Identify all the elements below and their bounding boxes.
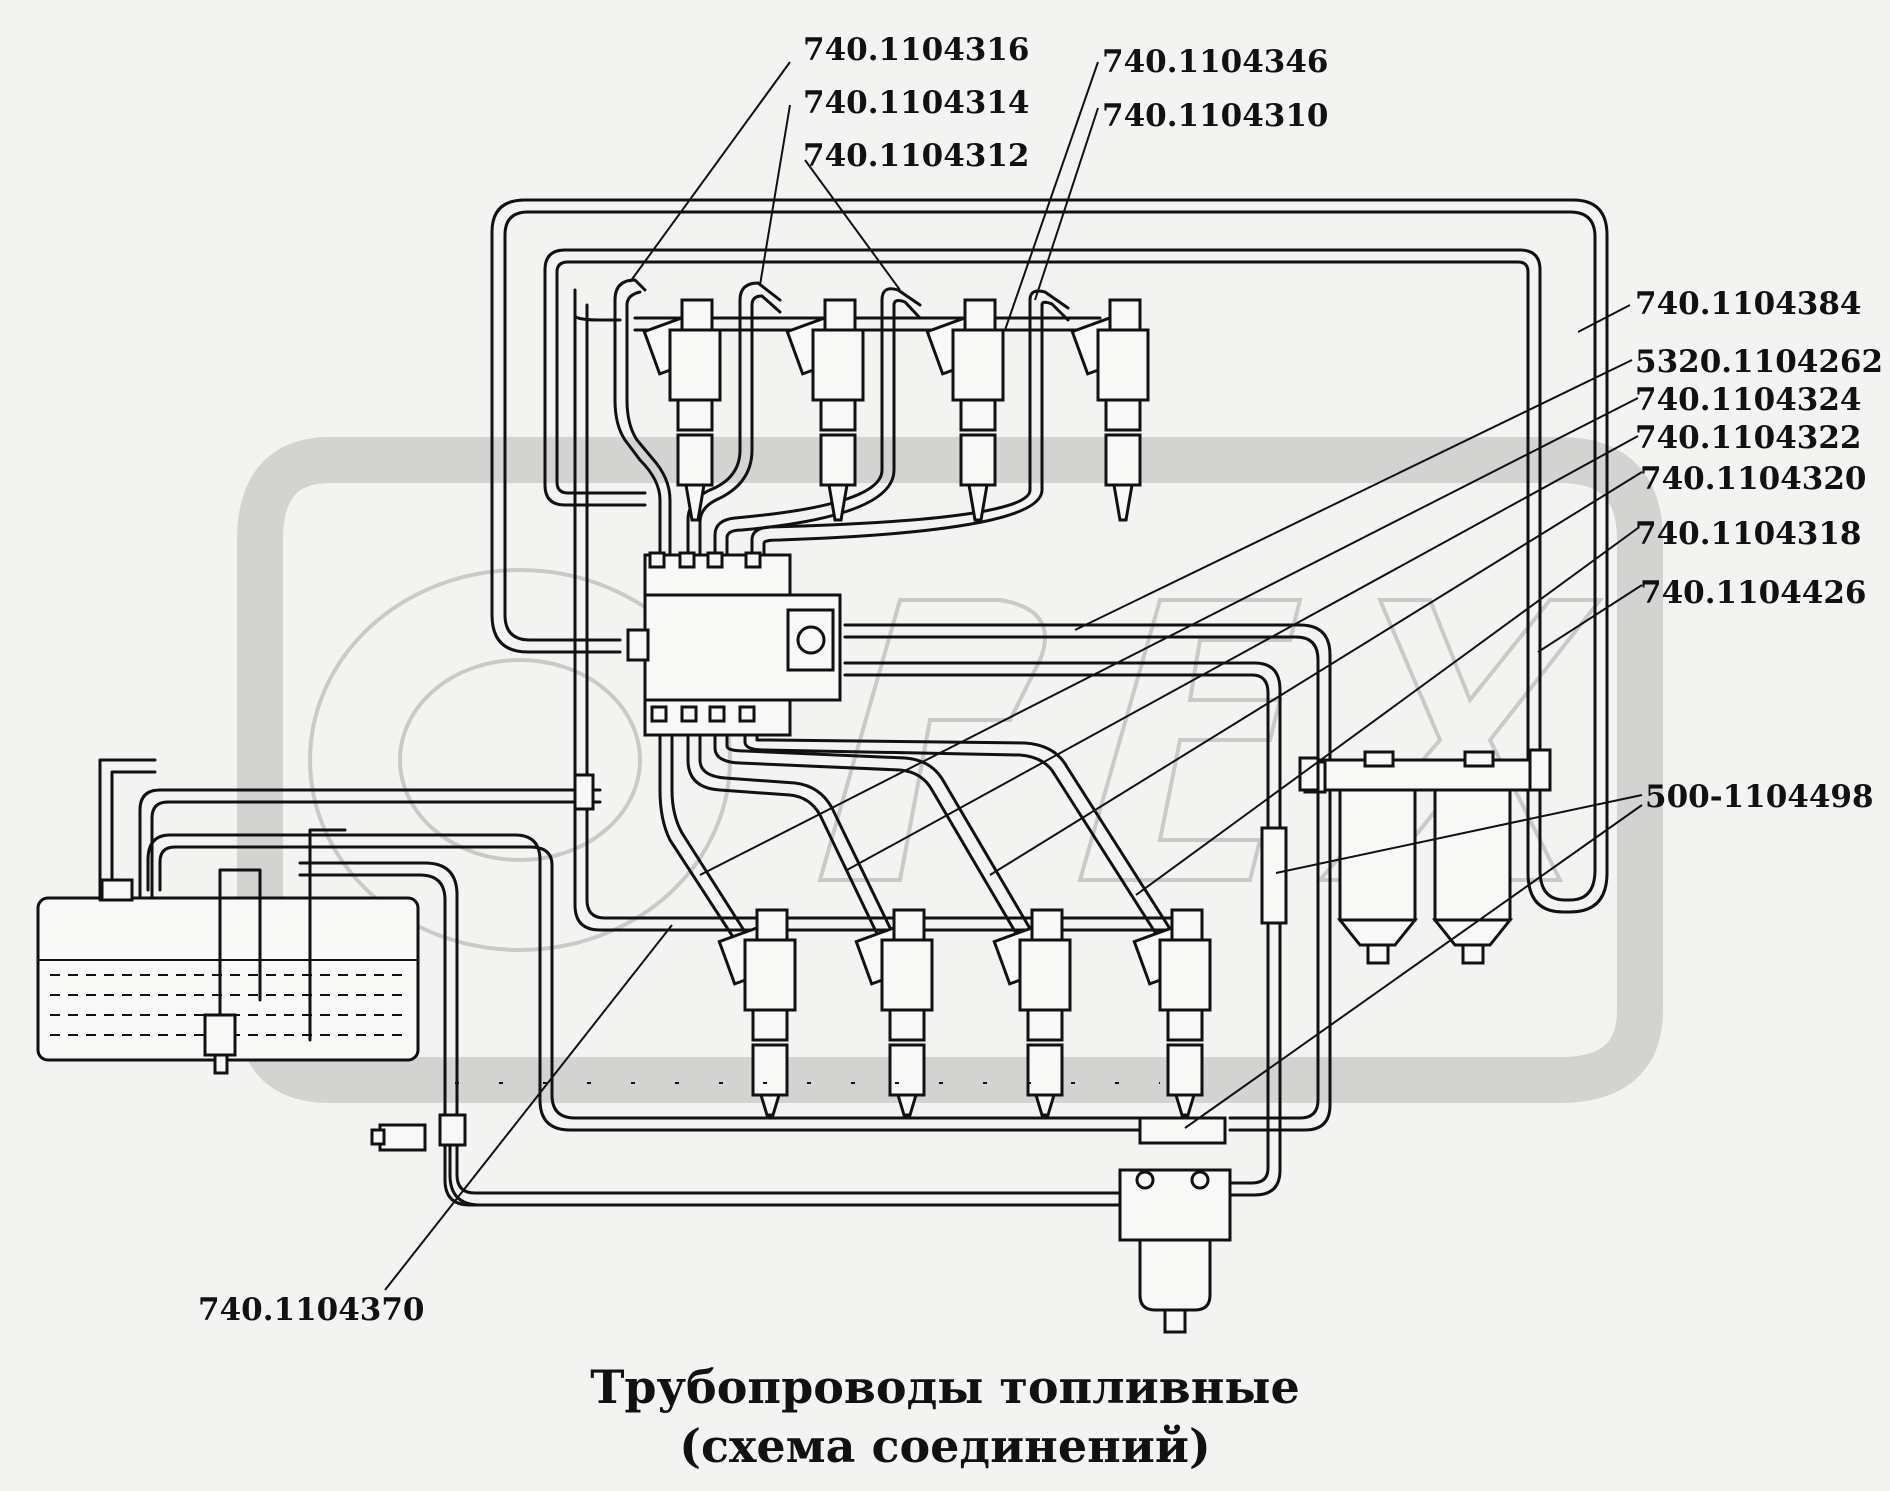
label-740-1104426: 740.1104426: [1640, 575, 1867, 611]
injectors-bottom: [717, 908, 1212, 1117]
supply-tube-upper: [843, 623, 1332, 1197]
label-740-1104324: 740.1104324: [1635, 382, 1862, 418]
label-740-1104318: 740.1104318: [1635, 516, 1862, 552]
hand-priming-pump: [370, 1113, 482, 1207]
part-labels: 740.1104316 740.1104314 740.1104312 740.…: [198, 32, 1883, 1328]
diagram-subtitle: (схема соединений): [679, 1419, 1211, 1473]
label-5320-1104262: 5320.1104262: [1635, 344, 1883, 380]
low-pressure-tube-left: [573, 288, 1202, 932]
label-740-1104370: 740.1104370: [198, 1292, 425, 1328]
label-740-1104310: 740.1104310: [1102, 98, 1329, 134]
diagram-title: Трубопроводы топливные: [590, 1360, 1300, 1414]
injection-pump: [626, 551, 842, 737]
label-740-1104322: 740.1104322: [1635, 420, 1862, 456]
label-500-1104498: 500-1104498: [1645, 779, 1874, 815]
label-740-1104320: 740.1104320: [1640, 461, 1867, 497]
fine-fuel-filter: [1298, 748, 1552, 965]
label-740-1104316: 740.1104316: [803, 32, 1030, 68]
label-740-1104312: 740.1104312: [803, 138, 1030, 174]
injectors-top: [642, 298, 1150, 522]
label-740-1104384: 740.1104384: [1635, 286, 1862, 322]
high-pressure-tubes-top: [613, 278, 1102, 557]
return-tube-loop: [490, 198, 1609, 914]
fuel-tank: [36, 758, 420, 1075]
high-pressure-tubes-bottom: [658, 728, 1174, 942]
label-740-1104346: 740.1104346: [1102, 44, 1329, 80]
label-740-1104314: 740.1104314: [803, 85, 1030, 121]
coarse-fuel-filter: [1118, 1168, 1232, 1334]
tank-feed-tube: [138, 788, 1172, 1207]
leader-lines: [384, 61, 1643, 1291]
